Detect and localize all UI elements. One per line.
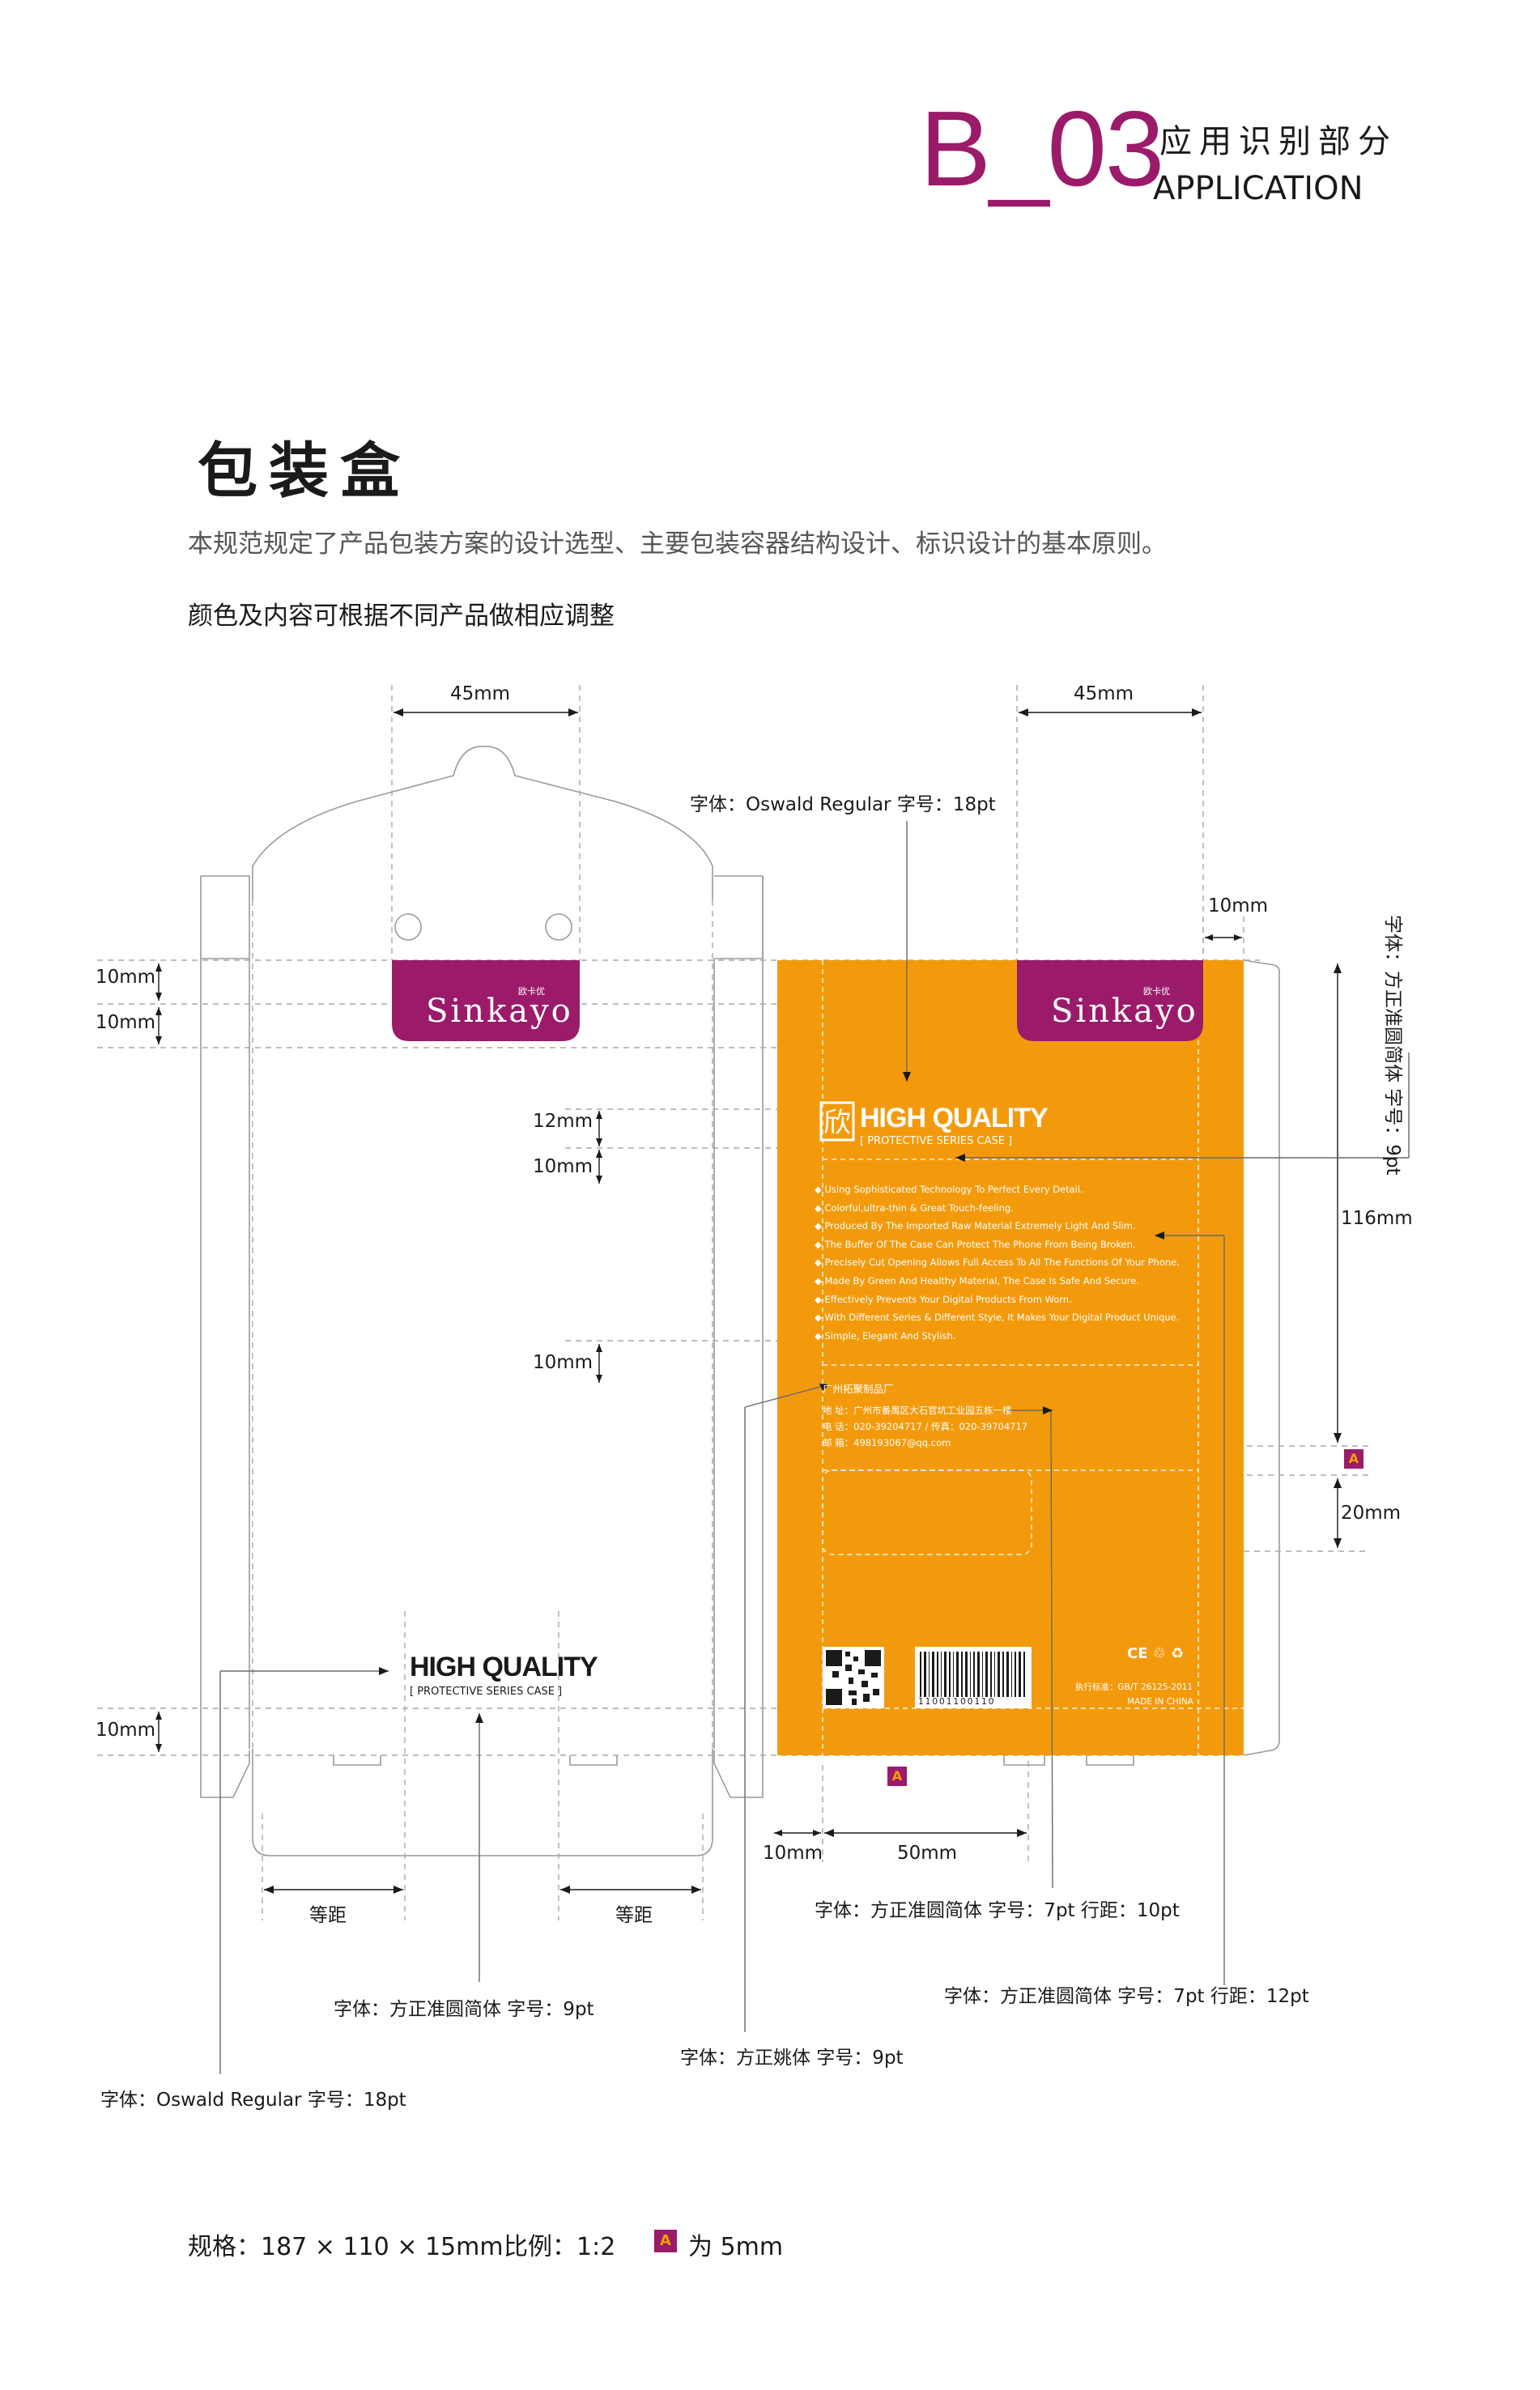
brand-cn-right: 欧卡优 — [1143, 986, 1170, 997]
feature-item: ◆ Colorful,ultra-thin & Great Touch-feel… — [815, 1201, 1014, 1214]
marker-a-right: A — [1344, 1449, 1363, 1469]
dimension-10mm-company: 10mm — [533, 1352, 593, 1373]
footer-marker-a: A — [654, 2230, 677, 2252]
note-text: 颜色及内容可根据不同产品做相应调整 — [188, 602, 615, 631]
dimension-10mm-tab-1: 10mm — [96, 967, 156, 988]
annotation-oswald-top: 字体：Oswald Regular 字号：18pt — [690, 794, 996, 815]
dimension-45mm-right: 45mm — [1074, 683, 1134, 704]
section-code: B_03 — [920, 89, 1164, 208]
dimension-50mm: 50mm — [897, 1843, 958, 1864]
made-in-china: MADE IN CHINA — [1127, 1697, 1193, 1707]
annotation-fz-7pt-12pt: 字体：方正准圆简体 字号：7pt 行距：12pt — [944, 1986, 1309, 2007]
dimension-10mm-window: 10mm — [763, 1843, 823, 1864]
certification-icon: CE ♲ ♻ — [1127, 1645, 1185, 1662]
headline-side: HIGH QUALITY — [410, 1652, 598, 1682]
marker-a-bottom: A — [887, 1767, 907, 1786]
subtitle-front: [ PROTECTIVE SERIES CASE ] — [860, 1135, 1013, 1147]
feature-item: ◆ Simple, Elegant And Stylish. — [815, 1329, 956, 1342]
feature-item: ◆ With Different Series & Different Styl… — [815, 1312, 1180, 1324]
section-title-en: APPLICATION — [1153, 170, 1363, 207]
dimension-10mm-bottom: 10mm — [96, 1720, 156, 1741]
annotation-yao-9pt: 字体：方正姚体 字号：9pt — [680, 2048, 904, 2069]
feature-item: ◆ Effectively Prevents Your Digital Prod… — [815, 1293, 1072, 1305]
brand-logo-left: Sinkayo — [426, 993, 573, 1030]
dimension-equal-left: 等距 — [309, 1905, 347, 1926]
footer-spec: 规格：187 × 110 × 15mm — [188, 2233, 504, 2261]
annotation-vertical-font: 字体：方正准圆简体 字号：9pt — [1382, 915, 1403, 1176]
company-name: 广州拓聚制品厂 — [823, 1383, 894, 1395]
company-phone: 电 话：020-39204717 / 传真：020-39704717 — [823, 1421, 1028, 1432]
annotation-oswald-bottom: 字体：Oswald Regular 字号：18pt — [100, 2090, 406, 2111]
feature-item: ◆ Made By Green And Healthy Material, Th… — [815, 1274, 1140, 1286]
page-title: 包装盒 — [198, 436, 411, 506]
dimension-10mm-top-right: 10mm — [1208, 895, 1269, 916]
intro-text: 本规范规定了产品包装方案的设计选型、主要包装容器结构设计、标识设计的基本原则。 — [188, 529, 1167, 559]
dimension-10mm-tab-2: 10mm — [96, 1012, 156, 1033]
feature-item: ◆ Using Sophisticated Technology To Perf… — [815, 1184, 1083, 1195]
annotation-fz-7pt-10pt: 字体：方正准圆简体 字号：7pt 行距：10pt — [815, 1900, 1180, 1921]
feature-item: ◆ The Buffer Of The Case Can Protect The… — [815, 1238, 1136, 1250]
subtitle-side: [ PROTECTIVE SERIES CASE ] — [410, 1686, 563, 1698]
standard-text: 执行标准：GB/T 26125-2011 — [1075, 1682, 1193, 1692]
brand-cn-left: 欧卡优 — [518, 986, 545, 997]
barcode-number: 11001100110 — [918, 1697, 996, 1707]
company-email: 邮 箱：498193067@qq.com — [823, 1437, 951, 1448]
feature-item: ◆ Precisely Cut Opening Allows Full Acce… — [815, 1257, 1180, 1269]
logo-glyph-icon: 欣 — [823, 1107, 851, 1139]
dimension-45mm-left: 45mm — [450, 683, 511, 704]
dimension-equal-right: 等距 — [615, 1905, 653, 1926]
section-title-cn: 应用识别部分 — [1159, 123, 1397, 160]
dimension-116mm: 116mm — [1341, 1208, 1413, 1229]
dimension-20mm: 20mm — [1341, 1503, 1402, 1524]
feature-item: ◆ Produced By The Imported Raw Material … — [815, 1220, 1136, 1232]
headline-front: HIGH QUALITY — [860, 1103, 1049, 1133]
brand-logo-right: Sinkayo — [1051, 993, 1198, 1030]
footer-marker-note: 为 5mm — [688, 2233, 784, 2261]
company-address: 地 址：广州市番禺区大石官坑工业园五栋一楼 — [823, 1405, 1012, 1416]
dimension-10mm-subtitle: 10mm — [533, 1156, 593, 1177]
footer-scale: 比例：1:2 — [504, 2233, 616, 2261]
feature-list: ◆ Using Sophisticated Technology To Perf… — [815, 1180, 1236, 1345]
dimension-12mm: 12mm — [533, 1111, 593, 1132]
annotation-fz-9pt: 字体：方正准圆简体 字号：9pt — [334, 1999, 594, 2020]
